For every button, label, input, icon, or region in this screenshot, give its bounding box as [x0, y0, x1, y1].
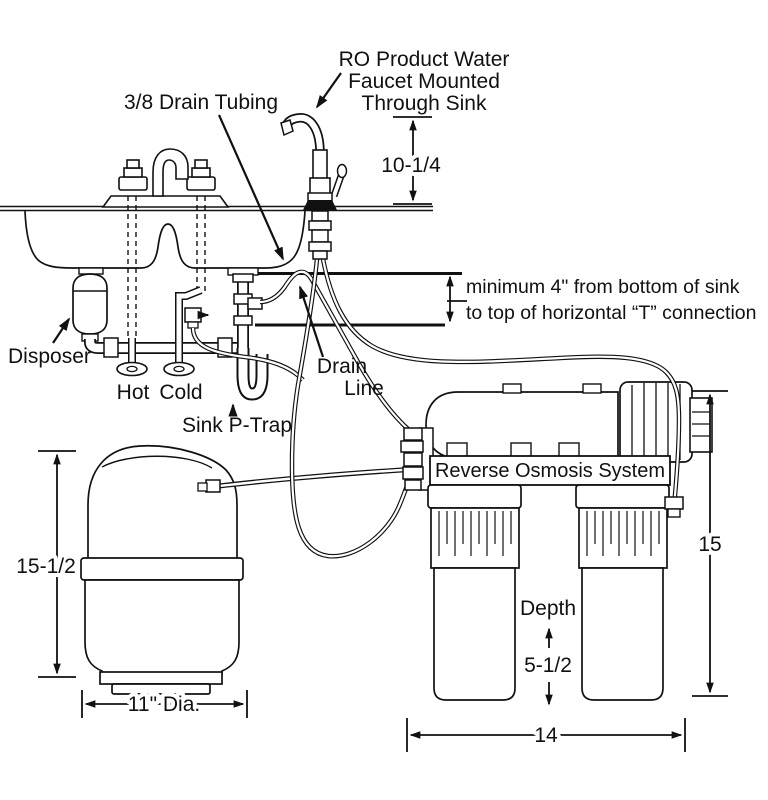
dim-system-height: 15 — [698, 533, 721, 556]
drain-tee-fitting — [247, 297, 263, 310]
text-labels: RO Product Water Faucet Mounted Through … — [8, 48, 757, 437]
dimension-tank-height: 15-1/2 — [12, 450, 80, 678]
dimension-tank-diameter: 11" Dia. — [81, 689, 248, 720]
ro-faucet — [280, 113, 348, 260]
faucet-spout-tip — [280, 119, 294, 137]
filter-housings — [430, 507, 668, 701]
label-drain-line-line2: Line — [344, 377, 384, 400]
sink-section — [24, 210, 306, 276]
leader-drain-line — [298, 285, 325, 358]
label-hot: Hot — [117, 381, 150, 404]
dim-tank-diameter: 11" Dia. — [128, 693, 200, 716]
label-disposer: Disposer — [8, 345, 91, 368]
dim-tank-height: 15-1/2 — [16, 555, 76, 578]
label-drain-tubing: 3/8 Drain Tubing — [124, 91, 278, 114]
label-ro-faucet-line3: Through Sink — [362, 92, 487, 115]
ro-unit: Reverse Osmosis System — [418, 381, 713, 509]
label-ro-faucet-line2: Faucet Mounted — [348, 70, 500, 93]
label-depth: Depth — [520, 597, 576, 620]
label-drain-line-line1: Drain — [317, 355, 367, 378]
leader-disposer — [52, 317, 70, 344]
saddle-valve — [184, 307, 202, 323]
disposer-unit — [72, 273, 108, 342]
dim-faucet-height: 10-1/4 — [381, 154, 441, 177]
dim-filter-depth: 5-1/2 — [524, 654, 572, 677]
faucet-base-gasket — [303, 200, 337, 210]
label-min-clearance-line2: to top of horizontal “T” connection — [466, 302, 757, 324]
dim-system-width: 14 — [534, 724, 558, 747]
dimension-system-height: 15 — [692, 390, 728, 697]
faucet-handle — [336, 163, 348, 179]
tubing — [197, 258, 684, 559]
leader-drain-tubing — [217, 114, 285, 261]
disposer-mount — [78, 267, 104, 275]
supply-lines-dashed — [127, 196, 206, 338]
dimension-filter-depth: Depth 5-1/2 — [520, 597, 576, 706]
label-sink-p-trap: Sink P-Trap — [182, 414, 292, 437]
hot-cold-supplies — [116, 286, 305, 382]
leader-lines — [52, 72, 342, 417]
dimension-system-width: 14 — [406, 718, 686, 752]
leader-ro-faucet — [315, 72, 342, 109]
dimension-faucet-height: 10-1/4 — [377, 116, 445, 205]
storage-tank — [80, 444, 244, 695]
label-cold: Cold — [159, 381, 202, 404]
kitchen-faucet — [101, 148, 230, 208]
horizontal-drain-pipe — [84, 337, 240, 358]
sink-tailpiece — [232, 273, 263, 352]
ro-system-label-plate — [429, 455, 671, 486]
label-ro-faucet-line1: RO Product Water — [339, 48, 510, 71]
sink-p-trap — [236, 348, 269, 401]
filter-housing-right — [578, 507, 668, 701]
filter-housing-left — [430, 507, 520, 701]
label-min-clearance-line1: minimum 4" from bottom of sink — [466, 276, 740, 298]
label-ro-system: Reverse Osmosis System — [435, 460, 665, 482]
